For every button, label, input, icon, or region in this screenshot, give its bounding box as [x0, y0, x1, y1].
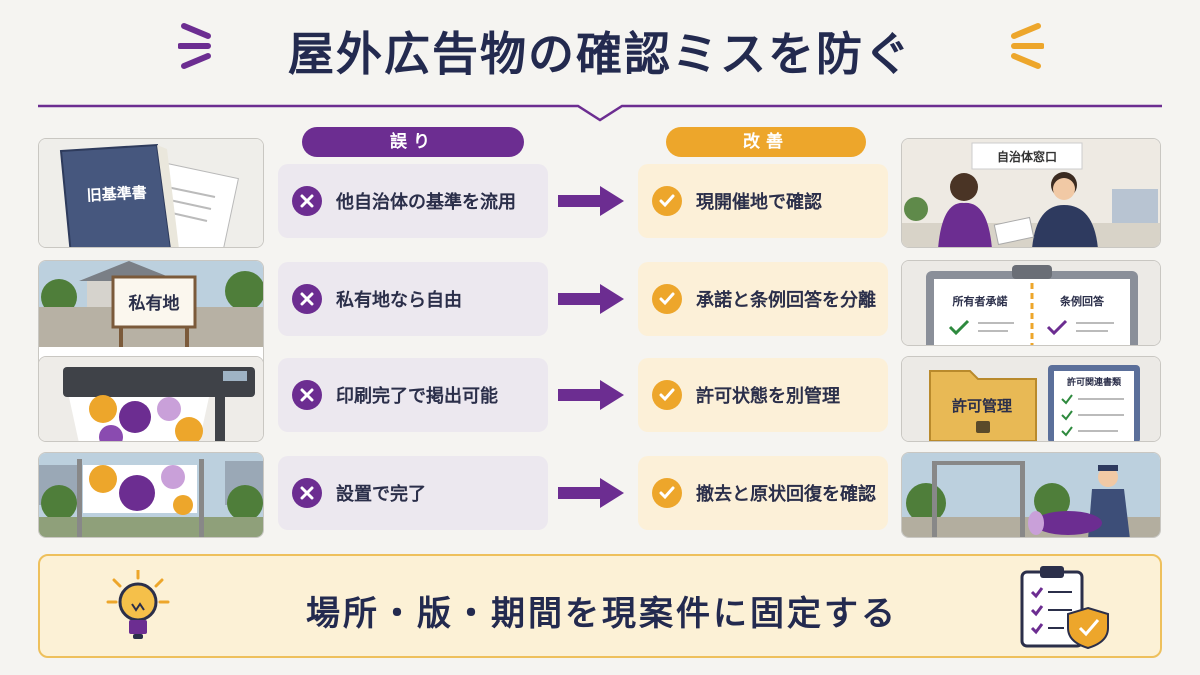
old-standards-book-image: 旧基準書	[38, 138, 264, 248]
wrong-card-2: 私有地なら自由	[278, 262, 548, 336]
fix-card-1: 現開催地で確認	[638, 164, 888, 238]
private-land-sign-image: 私有地	[38, 260, 264, 370]
fix-column-header: 改善	[666, 127, 866, 157]
arrow-right-icon	[558, 478, 624, 508]
check-icon	[652, 186, 682, 216]
wrong-card-4: 設置で完了	[278, 456, 548, 530]
check-icon	[652, 380, 682, 410]
fix-text: 現開催地で確認	[696, 192, 822, 213]
arrow-right-icon	[558, 186, 624, 216]
approval-clipboard-image: 所有者承諾 条例回答	[901, 260, 1161, 346]
wrong-card-3: 印刷完了で掲出可能	[278, 358, 548, 432]
wrong-text: 私有地なら自由	[336, 290, 462, 311]
municipal-counter-image: 自治体窓口	[901, 138, 1161, 248]
installed-banner-image	[38, 452, 264, 538]
wrong-text: 印刷完了で掲出可能	[336, 386, 498, 407]
orange-burst-icon	[1011, 23, 1044, 69]
ordinance-answer-label: 条例回答	[1059, 294, 1105, 308]
purple-burst-icon	[178, 23, 211, 69]
printer-image	[38, 356, 264, 442]
permit-docs-label: 許可関連書類	[1067, 376, 1122, 388]
fix-text: 許可状態を別管理	[696, 386, 840, 407]
counter-sign: 自治体窓口	[997, 149, 1057, 164]
fix-card-2: 承諾と条例回答を分離	[638, 262, 888, 336]
lightbulb-icon	[106, 570, 170, 639]
wrong-text: 他自治体の基準を流用	[336, 192, 516, 213]
permit-folder-image: 許可管理 許可関連書類	[901, 356, 1161, 442]
book-label: 旧基準書	[86, 183, 147, 204]
wrong-text: 設置で完了	[336, 484, 426, 505]
x-icon	[292, 186, 322, 216]
arrow-right-icon	[558, 284, 624, 314]
wrong-card-1: 他自治体の基準を流用	[278, 164, 548, 238]
x-icon	[292, 380, 322, 410]
arrow-right-icon	[558, 380, 624, 410]
owner-consent-label: 所有者承諾	[953, 294, 1008, 308]
fix-card-4: 撤去と原状回復を確認	[638, 456, 888, 530]
permit-folder-label: 許可管理	[952, 397, 1012, 415]
x-icon	[292, 478, 322, 508]
wrong-column-header: 誤り	[302, 127, 524, 157]
x-icon	[292, 284, 322, 314]
check-icon	[652, 284, 682, 314]
clipboard-shield-icon	[1020, 566, 1109, 650]
conclusion-box: 場所・版・期間を現案件に固定する	[38, 554, 1162, 658]
conclusion-text: 場所・版・期間を現案件に固定する	[306, 594, 898, 634]
check-icon	[652, 478, 682, 508]
removal-worker-image	[901, 452, 1161, 538]
fix-card-3: 許可状態を別管理	[638, 358, 888, 432]
sign-label: 私有地	[129, 293, 180, 314]
title-divider	[38, 104, 1162, 122]
fix-text: 承諾と条例回答を分離	[696, 290, 876, 311]
fix-text: 撤去と原状回復を確認	[696, 484, 876, 505]
page-title: 屋外広告物の確認ミスを防ぐ	[288, 27, 912, 81]
